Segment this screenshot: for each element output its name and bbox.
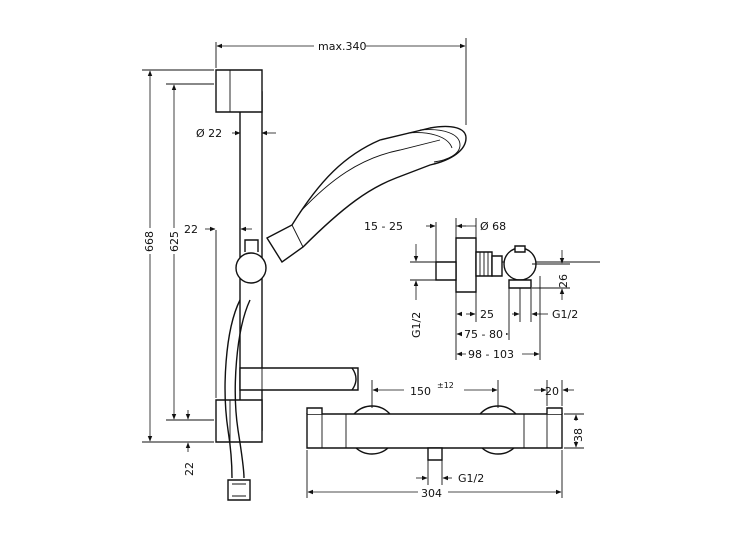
top-bracket: [215, 69, 263, 113]
dim-pipe-22: Ø 22: [196, 127, 222, 140]
side-dimensions: 15 - 25 Ø 68 G1/2 26 25 G1/2 75 -: [364, 218, 578, 361]
side-knob: [503, 247, 537, 281]
mixer-front-view: [306, 405, 563, 461]
dim-98-103: 98 - 103: [468, 348, 514, 361]
dim-26: 26: [557, 274, 570, 288]
spout: [427, 447, 443, 461]
dim-cover-68: Ø 68: [480, 220, 506, 233]
hose-nut: [227, 479, 251, 501]
mixer-body: [306, 413, 563, 449]
dim-625: 625: [168, 231, 181, 252]
slider-knob: [235, 252, 267, 284]
dim-25: 25: [480, 308, 494, 321]
dim-304: 304: [421, 487, 442, 500]
dim-150: 150: [410, 385, 431, 398]
dim-668: 668: [143, 231, 156, 252]
dim-offset-22: 22: [184, 223, 198, 236]
rail-dimensions: max.340 668 625 Ø 22 22 22: [140, 38, 467, 476]
dim-thread-right: G1/2: [552, 308, 578, 321]
wall-cover: [455, 237, 477, 293]
dim-thread-left: G1/2: [410, 312, 423, 338]
dim-75-80: 75 - 80: [464, 328, 503, 341]
dim-bottom-22: 22: [183, 462, 196, 476]
dim-20: 20: [545, 385, 559, 398]
mixer-side-view: [412, 237, 600, 293]
front-dimensions: 150 ±12 20 38 G1/2 304: [306, 380, 585, 500]
bottom-bracket: [215, 399, 263, 443]
dim-thread-bottom: G1/2: [458, 472, 484, 485]
dim-38: 38: [572, 428, 585, 442]
dim-max-340: max.340: [318, 40, 366, 53]
dim-15-25: 15 - 25: [364, 220, 403, 233]
soap-dish: [239, 367, 359, 391]
dim-150-tolerance: ±12: [437, 381, 454, 390]
hand-shower: [266, 125, 467, 264]
shower-rail: [215, 69, 467, 501]
